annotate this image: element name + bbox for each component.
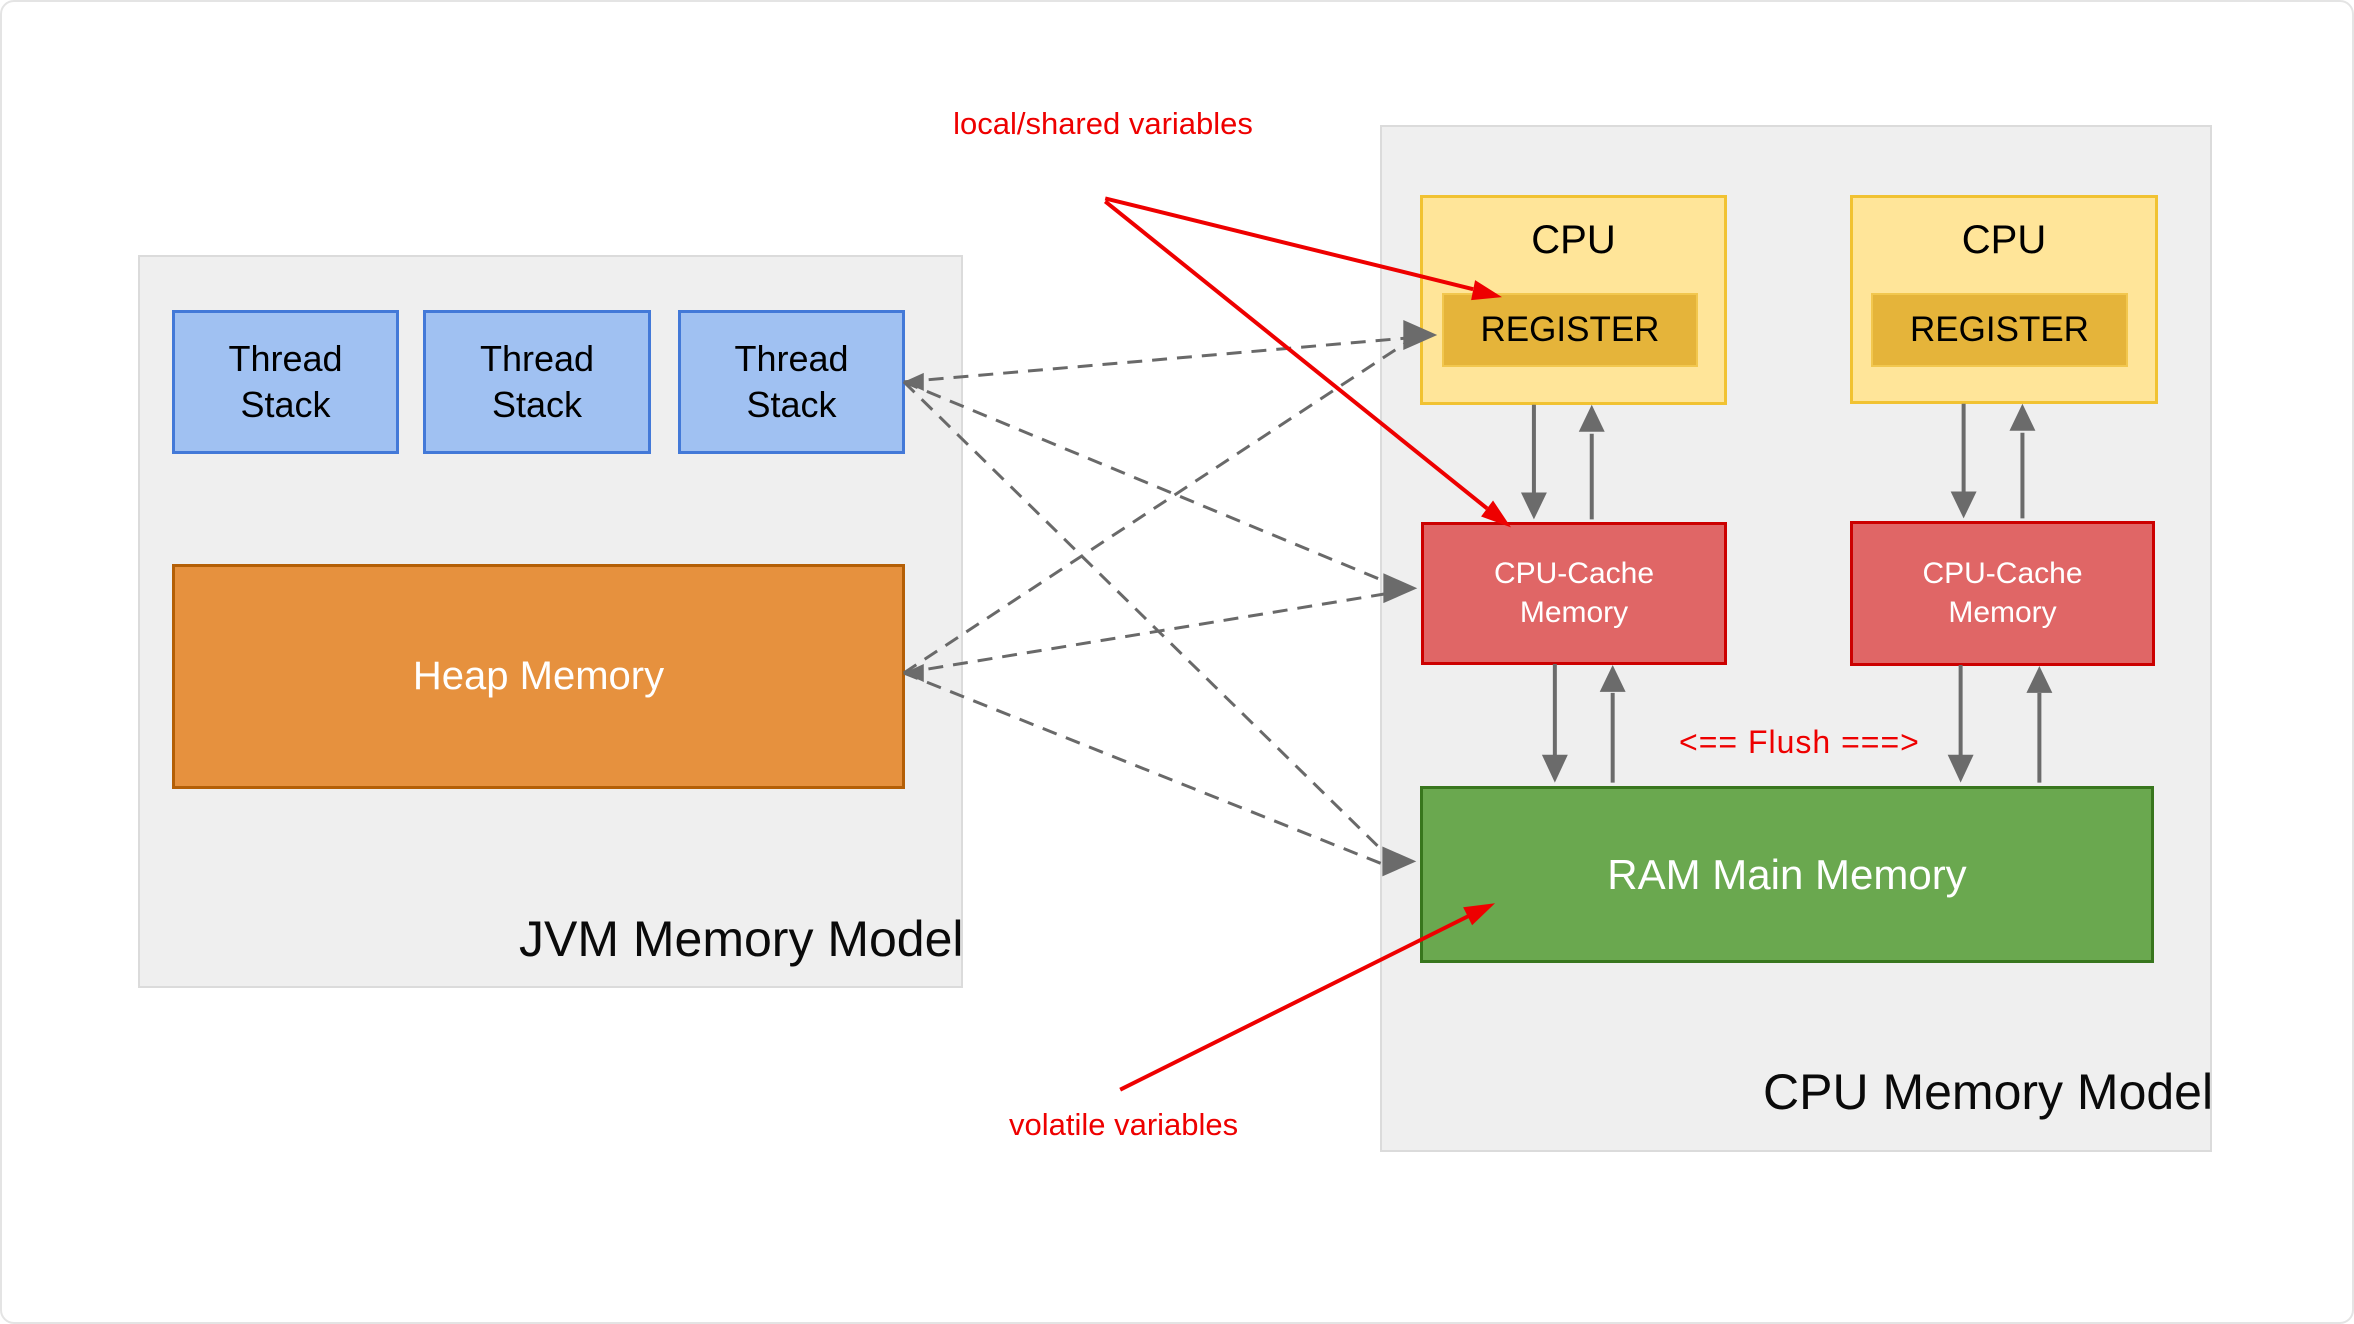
ram-main-memory-label: RAM Main Memory: [1607, 850, 1967, 898]
cpu-panel-title: CPU Memory Model: [1763, 1064, 2214, 1120]
cpu-label: CPU: [1961, 218, 2047, 262]
dashed-connectors: [902, 320, 1438, 877]
register-box-1: REGISTER: [1442, 293, 1698, 367]
thread-stack-box-2: Thread Stack: [423, 310, 651, 454]
thread-stack-box-1: Thread Stack: [172, 310, 399, 454]
thread-stack-box-3: Thread Stack: [678, 310, 905, 454]
thread-stack-label: Thread Stack: [479, 337, 595, 425]
flush-annotation: <== Flush ===>: [1679, 724, 1920, 760]
register-label: REGISTER: [1480, 310, 1660, 349]
cpu-cache-label: CPU-Cache Memory: [1922, 557, 2083, 629]
thread-stack-label: Thread Stack: [228, 337, 343, 425]
volatile-variables-annotation: volatile variables: [1009, 1107, 1239, 1142]
thread-stack-label: Thread Stack: [734, 337, 849, 425]
cpu-cache-box-1: CPU-Cache Memory: [1421, 522, 1727, 665]
heap-memory-label: Heap Memory: [412, 654, 665, 698]
cpu-cache-label: CPU-Cache Memory: [1493, 557, 1655, 629]
register-label: REGISTER: [1910, 310, 2089, 349]
jvm-panel-title: JVM Memory Model: [519, 911, 964, 967]
register-box-2: REGISTER: [1871, 293, 2128, 367]
heap-memory-box: Heap Memory: [172, 564, 905, 789]
ram-main-memory-box: RAM Main Memory: [1420, 786, 2154, 963]
cpu-label: CPU: [1531, 218, 1616, 262]
cpu-cache-box-2: CPU-Cache Memory: [1850, 521, 2155, 666]
local-shared-variables-annotation: local/shared variables: [953, 106, 1253, 141]
